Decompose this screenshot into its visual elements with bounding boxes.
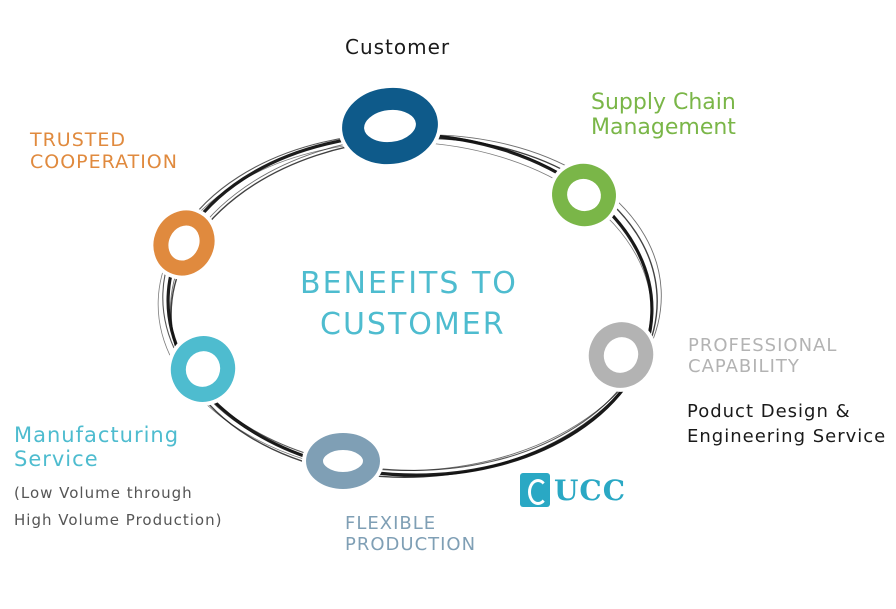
product-design-line-1: Poduct Design &: [687, 401, 851, 422]
product-design-line-2: Engineering Service: [687, 426, 887, 448]
node-ring-flexible: [306, 433, 380, 489]
professional-capability-label: PROFESSIONAL CAPABILITY: [688, 335, 838, 377]
supply-chain-label-line-2: Management: [591, 115, 736, 141]
ucc-logo-mark: [520, 473, 550, 507]
node-rings: [149, 83, 658, 493]
ring-backing-professional: [584, 318, 658, 392]
supply-chain-label: Supply Chain Management: [591, 90, 736, 141]
node-ring-professional: [588, 322, 654, 388]
manufacturing-detail-line-1: (Low Volume through: [14, 484, 193, 502]
trusted-cooperation-label: TRUSTED COOPERATION: [30, 129, 178, 174]
node-ring-customer: [342, 87, 438, 165]
product-design-label: Poduct Design & Engineering Service: [687, 399, 886, 449]
manufacturing-detail-line-2: High Volume Production): [14, 511, 223, 529]
customer-label: Customer: [345, 35, 451, 59]
node-ring-supply-chain: [552, 163, 616, 227]
node-ring-manufacturing: [170, 336, 236, 402]
ring-backing-trusted: [149, 206, 219, 280]
professional-label-line-2: CAPABILITY: [688, 355, 800, 377]
center-title: BENEFITS TO CUSTOMER: [300, 264, 518, 345]
center-title-line-2: CUSTOMER: [320, 306, 506, 342]
manufacturing-label-line-2: Service: [14, 447, 99, 472]
ucc-logo: UCC: [520, 473, 626, 507]
manufacturing-detail: (Low Volume through High Volume Producti…: [14, 480, 222, 534]
manufacturing-service-label: Manufacturing Service: [14, 423, 179, 471]
trusted-label-line-2: COOPERATION: [30, 150, 178, 173]
flexible-label-line-2: PRODUCTION: [345, 533, 477, 555]
flexible-production-label: FLEXIBLE PRODUCTION: [345, 513, 477, 555]
trusted-label-line-1: TRUSTED: [30, 129, 127, 151]
manufacturing-label-line-1: Manufacturing: [14, 423, 180, 447]
professional-label-line-1: PROFESSIONAL: [688, 335, 838, 356]
flexible-label-line-1: FLEXIBLE: [345, 513, 437, 534]
center-title-line-1: BENEFITS TO: [300, 266, 518, 301]
ucc-logo-text: UCC: [554, 473, 626, 507]
supply-chain-label-line-1: Supply Chain: [591, 90, 736, 115]
node-ring-trusted: [153, 210, 215, 276]
